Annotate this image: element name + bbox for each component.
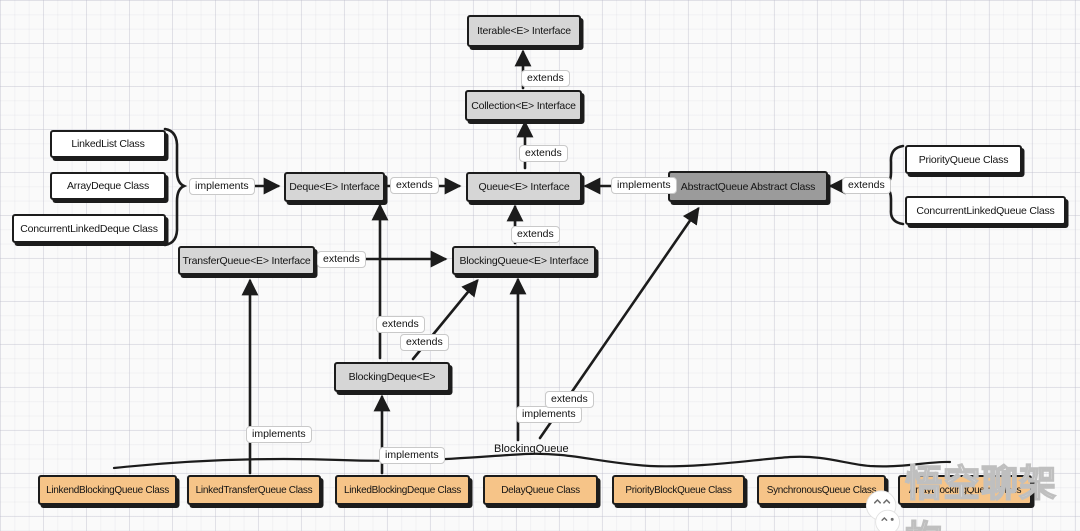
node-transferqueue-interface: TransferQueue<E> Interface [178,246,315,275]
watermark: 悟空聊架构 [848,456,1080,531]
edge-label-implements: implements [611,177,677,194]
edge-label-extends: extends [519,145,568,162]
edge-label-extends: extends [545,391,594,408]
node-iterable-interface: Iterable<E> Interface [467,15,581,47]
node-concurrentlinkedqueue-class: ConcurrentLinkedQueue Class [905,196,1066,225]
edge-label-extends: extends [376,316,425,333]
node-deque-interface: Deque<E> Interface [284,172,385,202]
node-linkedtransferqueue-class: LinkedTransferQueue Class [187,475,321,505]
wechat-chat-bubbles-icon [865,490,901,531]
blockingqueue-group-label: BlockingQueue [494,443,569,455]
node-arrayblockingqueue-class: ArrayBlockingQueue Class [898,475,1032,505]
node-collection-interface: Collection<E> Interface [465,90,582,121]
edge-label-extends: extends [511,226,560,243]
edge-label-implements: implements [189,178,255,195]
edge-label-implements: implements [246,426,312,443]
left-curly-brace [163,127,188,247]
node-linkendblockingqueue-class: LinkendBlockingQueue Class [38,475,177,505]
node-priorityqueue-class: PriorityQueue Class [905,145,1022,174]
edge-label-extends: extends [842,177,891,194]
bottom-group-wavy-line [112,452,952,470]
watermark-text: 悟空聊架构 [904,461,1058,531]
edge-label-implements: implements [379,447,445,464]
edge-label-implements: implements [516,406,582,423]
node-linkedblockingdeque-class: LinkedBlockingDeque Class [335,475,470,505]
node-arraydeque-class: ArrayDeque Class [50,172,166,200]
edge-label-extends: extends [390,177,439,194]
edge-label-extends: extends [317,251,366,268]
edge-label-extends: extends [400,334,449,351]
node-concurrentlinkeddeque-class: ConcurrentLinkedDeque Class [12,214,166,243]
node-linkedlist-class: LinkedList Class [50,130,166,158]
node-synchronousqueue-class: SynchronousQueue Class [757,475,886,505]
node-delayqueue-class: DelayQueue Class [483,475,598,505]
edge-label-extends: extends [521,70,570,87]
node-priorityblockqueue-class: PriorityBlockQueue Class [612,475,745,505]
node-queue-interface: Queue<E> Interface [466,172,582,202]
node-abstractqueue-abstract-class: AbstractQueue Abstract Class [668,171,828,202]
node-blockingdeque: BlockingDeque<E> [334,362,450,392]
node-blockingqueue-interface: BlockingQueue<E> Interface [452,246,596,275]
